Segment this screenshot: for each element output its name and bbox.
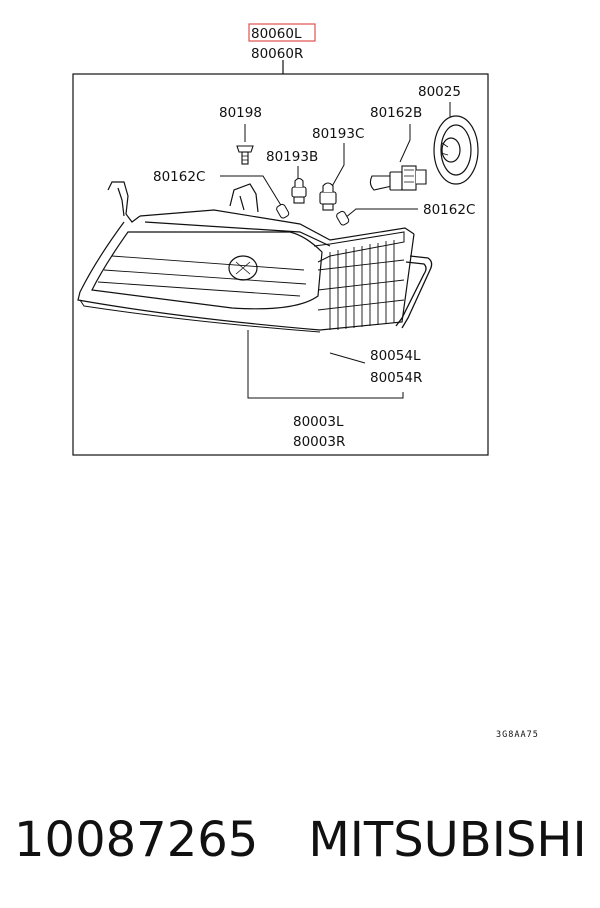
drawing-code: 3G8AA75 <box>496 730 539 740</box>
label-bulb-c-right[interactable]: 80162C <box>423 202 475 218</box>
seal-part <box>395 255 433 329</box>
socket-c-part <box>319 182 337 211</box>
cover-part <box>433 115 479 185</box>
label-lamp-assy-l[interactable]: 80003L <box>293 414 344 430</box>
label-bulb-c-left[interactable]: 80162C <box>153 169 205 185</box>
label-seal-r[interactable]: 80054R <box>370 370 422 386</box>
label-screw[interactable]: 80198 <box>219 105 262 121</box>
label-socket-c[interactable]: 80193C <box>312 126 364 142</box>
label-assembly-left[interactable]: 80060L <box>251 26 302 42</box>
small-bulb-left-part <box>276 203 290 219</box>
label-socket-b[interactable]: 80193B <box>266 149 318 165</box>
bulb-b-part <box>369 165 427 191</box>
leader-lines <box>220 102 451 399</box>
label-seal-l[interactable]: 80054L <box>370 348 421 364</box>
part-number: 10087265 <box>14 812 259 868</box>
screw-part <box>236 145 254 165</box>
selected-part-highlight <box>248 23 316 42</box>
diagram-frame <box>72 73 489 456</box>
label-lamp-assy-r[interactable]: 80003R <box>293 434 345 450</box>
footer: 10087265 MITSUBISHI <box>14 800 594 880</box>
brand-name: MITSUBISHI <box>308 812 587 868</box>
label-bulb-b[interactable]: 80162B <box>370 105 422 121</box>
socket-b-part <box>291 177 307 204</box>
label-cover[interactable]: 80025 <box>418 84 461 100</box>
parts-diagram: 80060L 80060R 80198 80193C 80193B 80162B… <box>72 23 539 740</box>
headlamp-housing <box>77 181 415 333</box>
small-bulb-right-part <box>336 210 350 226</box>
label-assembly-right[interactable]: 80060R <box>251 46 303 62</box>
